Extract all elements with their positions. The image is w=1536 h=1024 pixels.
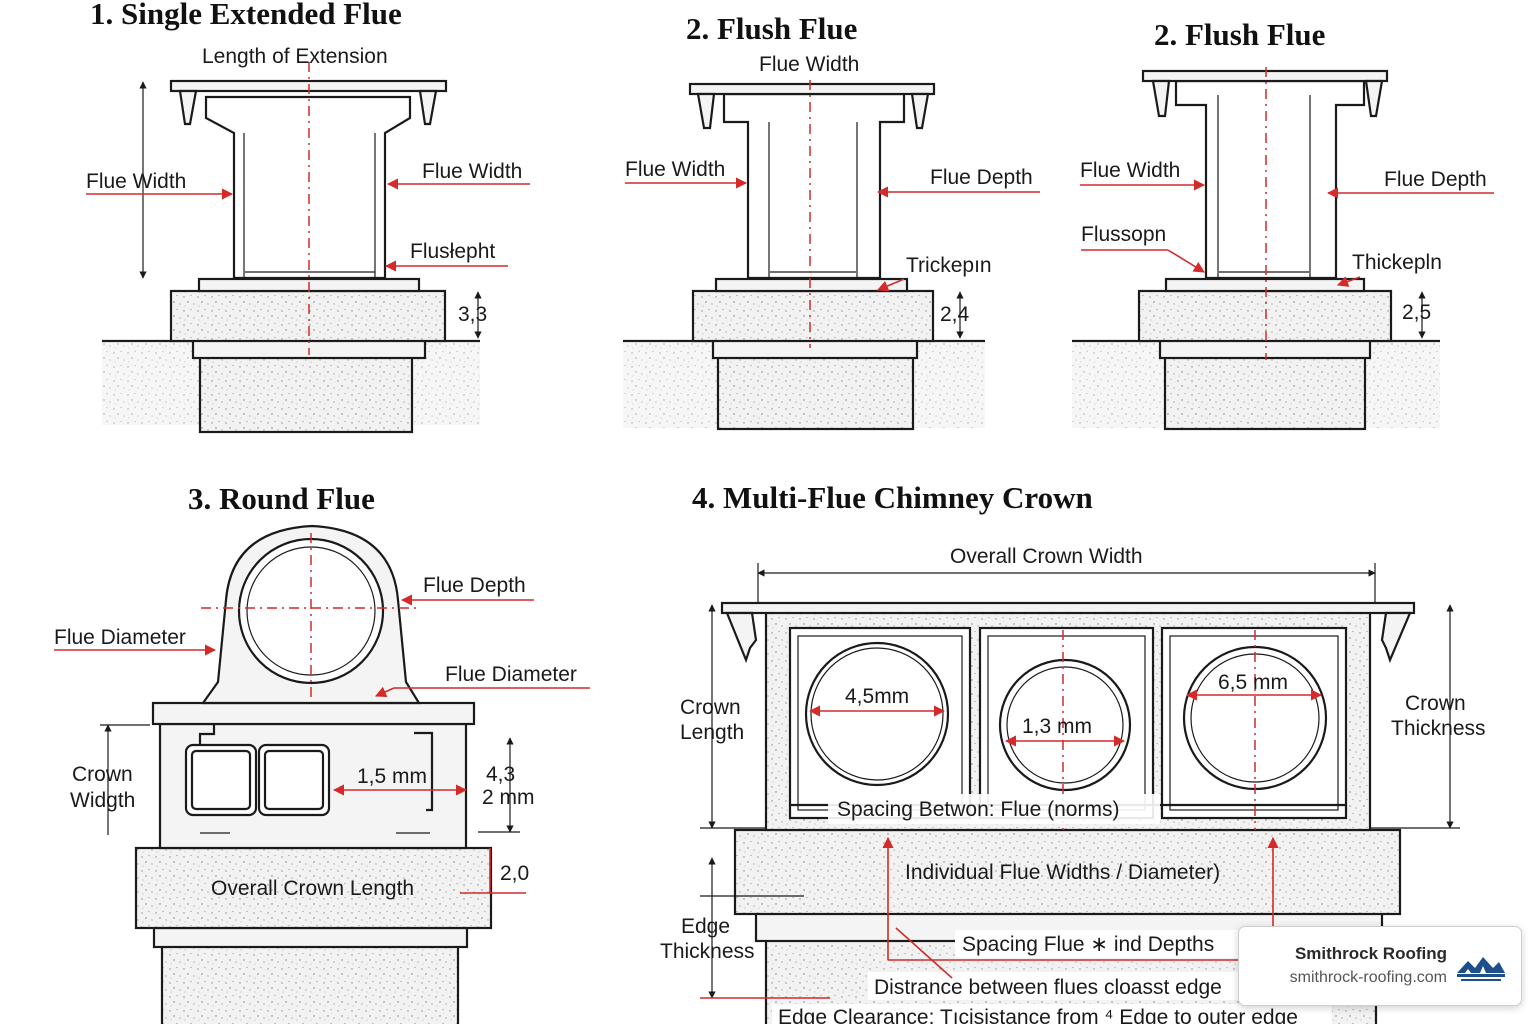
label-flue-width-left: Flue Width — [86, 170, 186, 193]
label-flue-width: Flue Width — [1080, 159, 1180, 182]
label-flue-diameter-left: Flue Diameter — [54, 626, 186, 649]
panel-title: 2. Flush Flue — [1154, 17, 1325, 52]
label-thickness: Thickepln — [1352, 251, 1442, 274]
panel-title: 1. Single Extended Flue — [90, 0, 402, 31]
label-flue-depth: Flusłepht — [410, 240, 495, 263]
dimension-value: 3,3 — [458, 303, 487, 326]
label-crown-thickness-line2: Thickness — [1391, 717, 1486, 740]
panel-round-flue: 3. Round Flue Flue Depth Flue Diameter — [54, 481, 590, 1024]
brand-name: Smithrock Roofing — [1294, 944, 1447, 963]
panel-title: 4. Multi-Flue Chimney Crown — [692, 480, 1093, 515]
label-crown: Crown — [72, 763, 133, 786]
dimension-value: 2,4 — [940, 303, 970, 326]
roof-mountain-logo-icon — [1457, 957, 1505, 981]
panel-title: 3. Round Flue — [188, 481, 375, 516]
label-flue-width-right: Flue Width — [422, 160, 522, 183]
label-crown-length-line1: Crown — [680, 696, 741, 719]
label-edge-thickness-line1: Edge — [681, 915, 730, 938]
label-flue-width-left: Flue Width — [625, 158, 725, 181]
panel-flush-flue-a: 2. Flush Flue Flue Width Flue Width Flue… — [623, 11, 1040, 431]
panel-single-extended-flue: 1. Single Extended Flue Length of Extens… — [86, 0, 530, 434]
label-flue-side: Flussopn — [1081, 223, 1166, 246]
brand-url[interactable]: smithrock-roofing.com — [1289, 969, 1447, 986]
label-flue-2-size: 1,3 mm — [1022, 715, 1092, 738]
label-thickness: Trickepın — [906, 254, 992, 277]
dimension-top-unit: 2 mm — [482, 786, 535, 809]
label-flue-depth: Flue Depth — [423, 574, 526, 597]
label-flue-width-top: Flue Width — [759, 53, 859, 76]
panel-flush-flue-b: 2. Flush Flue Flue Width Flue Depth Flus… — [1072, 17, 1494, 431]
label-crown-width: Widgth — [70, 789, 135, 812]
label-individual-flue-widths: Individual Flue Widths / Diameter) — [905, 861, 1220, 884]
label-overall-crown-width: Overall Crown Width — [950, 545, 1143, 568]
label-flue-depth: Flue Depth — [930, 166, 1033, 189]
label-overall-crown-length: Overall Crown Length — [211, 877, 414, 900]
label-crown-thickness-line1: Crown — [1405, 692, 1466, 715]
label-crown-length-line2: Length — [680, 721, 744, 744]
label-spacing-flue-depths: Spacing Flue ∗ ind Depths — [962, 933, 1214, 956]
panel-title: 2. Flush Flue — [686, 11, 857, 46]
label-flue-1-size: 4,5mm — [845, 685, 909, 708]
label-flue-3-size: 6,5 mm — [1218, 671, 1288, 694]
dimension-top: 4,3 — [486, 763, 515, 786]
panel-multi-flue-crown: 4. Multi-Flue Chimney Crown Overall Crow… — [660, 480, 1486, 1024]
label-distance-between-flues: Distrance between flues cloasst edge — [874, 976, 1222, 999]
label-edge-clearance: Edge Clearance: Tıcisistance from ⁴ Edge… — [778, 1006, 1298, 1024]
label-spacing-1-5mm: 1,5 mm — [357, 765, 427, 788]
label-flue-depth: Flue Depth — [1384, 168, 1487, 191]
brand-card[interactable]: Smithrock Roofing smithrock-roofing.com — [1238, 926, 1522, 1006]
label-flue-diameter-right: Flue Diameter — [445, 663, 577, 686]
dimension-value: 2,5 — [1402, 301, 1431, 324]
label-spacing-between-flues: Spacing Betwon: Flue (norms) — [837, 798, 1119, 821]
label-length-of-extension: Length of Extension — [202, 45, 388, 68]
label-edge-thickness-line2: Thickness — [660, 940, 755, 963]
dimension-bottom: 2,0 — [500, 862, 529, 885]
